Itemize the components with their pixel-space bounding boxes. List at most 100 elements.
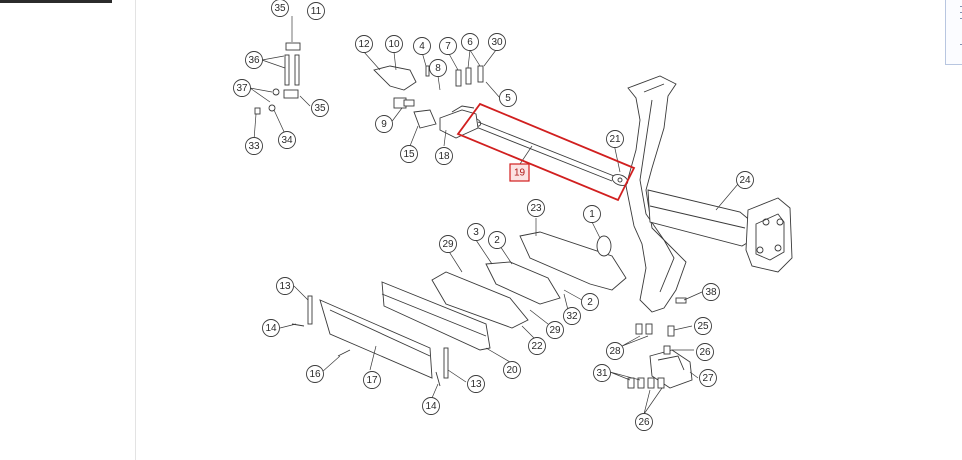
window-top-bar — [0, 0, 112, 3]
callout-circle — [528, 337, 546, 355]
callout-circle — [699, 369, 717, 387]
callout-15[interactable]: 15 — [400, 145, 418, 163]
side-panel-tick — [960, 44, 962, 45]
callout-circle — [413, 37, 431, 55]
callout-23[interactable]: 23 — [527, 199, 545, 217]
callout-circle — [385, 35, 403, 53]
callout-5[interactable]: 5 — [499, 89, 517, 107]
callout-2[interactable]: 2 — [488, 231, 506, 249]
callout-circle — [499, 89, 517, 107]
callout-circle — [546, 321, 564, 339]
callout-number: 15 — [403, 149, 415, 160]
callout-number: 6 — [467, 37, 473, 48]
tie-rod-part — [466, 117, 629, 186]
callout-26[interactable]: 26 — [635, 413, 653, 431]
callout-number: 22 — [531, 341, 543, 352]
callout-circle — [262, 319, 280, 337]
callout-circle — [245, 51, 263, 69]
callout-12[interactable]: 12 — [355, 35, 373, 53]
callout-1[interactable]: 1 — [583, 205, 601, 223]
callout-number: 36 — [248, 55, 260, 66]
bolts-bottom-left — [291, 295, 449, 387]
callout-28[interactable]: 28 — [606, 342, 624, 360]
callout-16[interactable]: 16 — [306, 365, 324, 383]
callout-2[interactable]: 2 — [581, 293, 599, 311]
callout-number: 28 — [609, 346, 621, 357]
callout-circle — [439, 235, 457, 253]
callout-34[interactable]: 34 — [278, 131, 296, 149]
callout-17[interactable]: 17 — [363, 371, 381, 389]
callout-26[interactable]: 26 — [696, 343, 714, 361]
side-panel-edge[interactable] — [945, 0, 962, 65]
callout-18[interactable]: 18 — [435, 147, 453, 165]
callout-31[interactable]: 31 — [593, 364, 611, 382]
callout-24[interactable]: 24 — [736, 171, 754, 189]
highlight-badge[interactable] — [509, 163, 530, 182]
callout-number: 20 — [506, 365, 518, 376]
callout-number: 11 — [311, 6, 322, 17]
callout-circle — [245, 137, 263, 155]
callout-circle — [736, 171, 754, 189]
callout-number: 3 — [473, 227, 479, 238]
callout-21[interactable]: 21 — [606, 130, 624, 148]
callout-9[interactable]: 9 — [375, 115, 393, 133]
callout-circle — [583, 205, 601, 223]
callout-25[interactable]: 25 — [694, 317, 712, 335]
callout-number: 2 — [494, 235, 500, 246]
callout-35[interactable]: 35 — [271, 0, 289, 17]
callout-number: 18 — [438, 151, 450, 162]
callout-14[interactable]: 14 — [422, 397, 440, 415]
callout-11[interactable]: 11 — [307, 2, 325, 20]
callout-22[interactable]: 22 — [528, 337, 546, 355]
callout-8[interactable]: 8 — [429, 59, 447, 77]
callout-27[interactable]: 27 — [699, 369, 717, 387]
callout-number: 16 — [309, 369, 321, 380]
callout-35[interactable]: 35 — [311, 99, 329, 117]
callout-circle — [375, 115, 393, 133]
callout-number: 13 — [279, 281, 291, 292]
callout-circle — [606, 342, 624, 360]
callout-38[interactable]: 38 — [702, 283, 720, 301]
callout-number: 29 — [442, 239, 454, 250]
callout-3[interactable]: 3 — [467, 223, 485, 241]
callout-circle — [276, 277, 294, 295]
callout-number: 25 — [697, 321, 709, 332]
callout-circle — [363, 371, 381, 389]
callout-number: 14 — [265, 323, 277, 334]
callout-13[interactable]: 13 — [276, 277, 294, 295]
callout-4[interactable]: 4 — [413, 37, 431, 55]
callout-number: 2 — [587, 297, 593, 308]
callout-circle — [422, 397, 440, 415]
plate-stack-part — [319, 261, 561, 379]
top-bracket-cluster — [254, 42, 484, 139]
callout-33[interactable]: 33 — [245, 137, 263, 155]
callout-30[interactable]: 30 — [488, 33, 506, 51]
callout-number: 1 — [589, 209, 595, 220]
callout-number: 12 — [358, 39, 370, 50]
callout-circle — [488, 231, 506, 249]
callout-number: 35 — [274, 3, 286, 14]
callout-10[interactable]: 10 — [385, 35, 403, 53]
callout-number: 33 — [248, 141, 260, 152]
bottom-bracket-part — [627, 297, 693, 389]
callout-circle — [429, 59, 447, 77]
callout-13[interactable]: 13 — [467, 375, 485, 393]
callout-14[interactable]: 14 — [262, 319, 280, 337]
highlight-tie-rod: 19 — [456, 102, 636, 202]
leader-lines — [249, 16, 739, 415]
blade-plate-part — [519, 231, 627, 291]
callout-circle — [278, 131, 296, 149]
callout-number: 23 — [530, 203, 542, 214]
frame-column-part — [625, 75, 793, 313]
callout-36[interactable]: 36 — [245, 51, 263, 69]
callout-number: 30 — [491, 37, 503, 48]
callout-29[interactable]: 29 — [439, 235, 457, 253]
callout-7[interactable]: 7 — [439, 37, 457, 55]
callout-32[interactable]: 32 — [563, 307, 581, 325]
callout-6[interactable]: 6 — [461, 33, 479, 51]
callout-20[interactable]: 20 — [503, 361, 521, 379]
callout-number: 27 — [702, 373, 714, 384]
callout-29[interactable]: 29 — [546, 321, 564, 339]
callout-37[interactable]: 37 — [233, 79, 251, 97]
